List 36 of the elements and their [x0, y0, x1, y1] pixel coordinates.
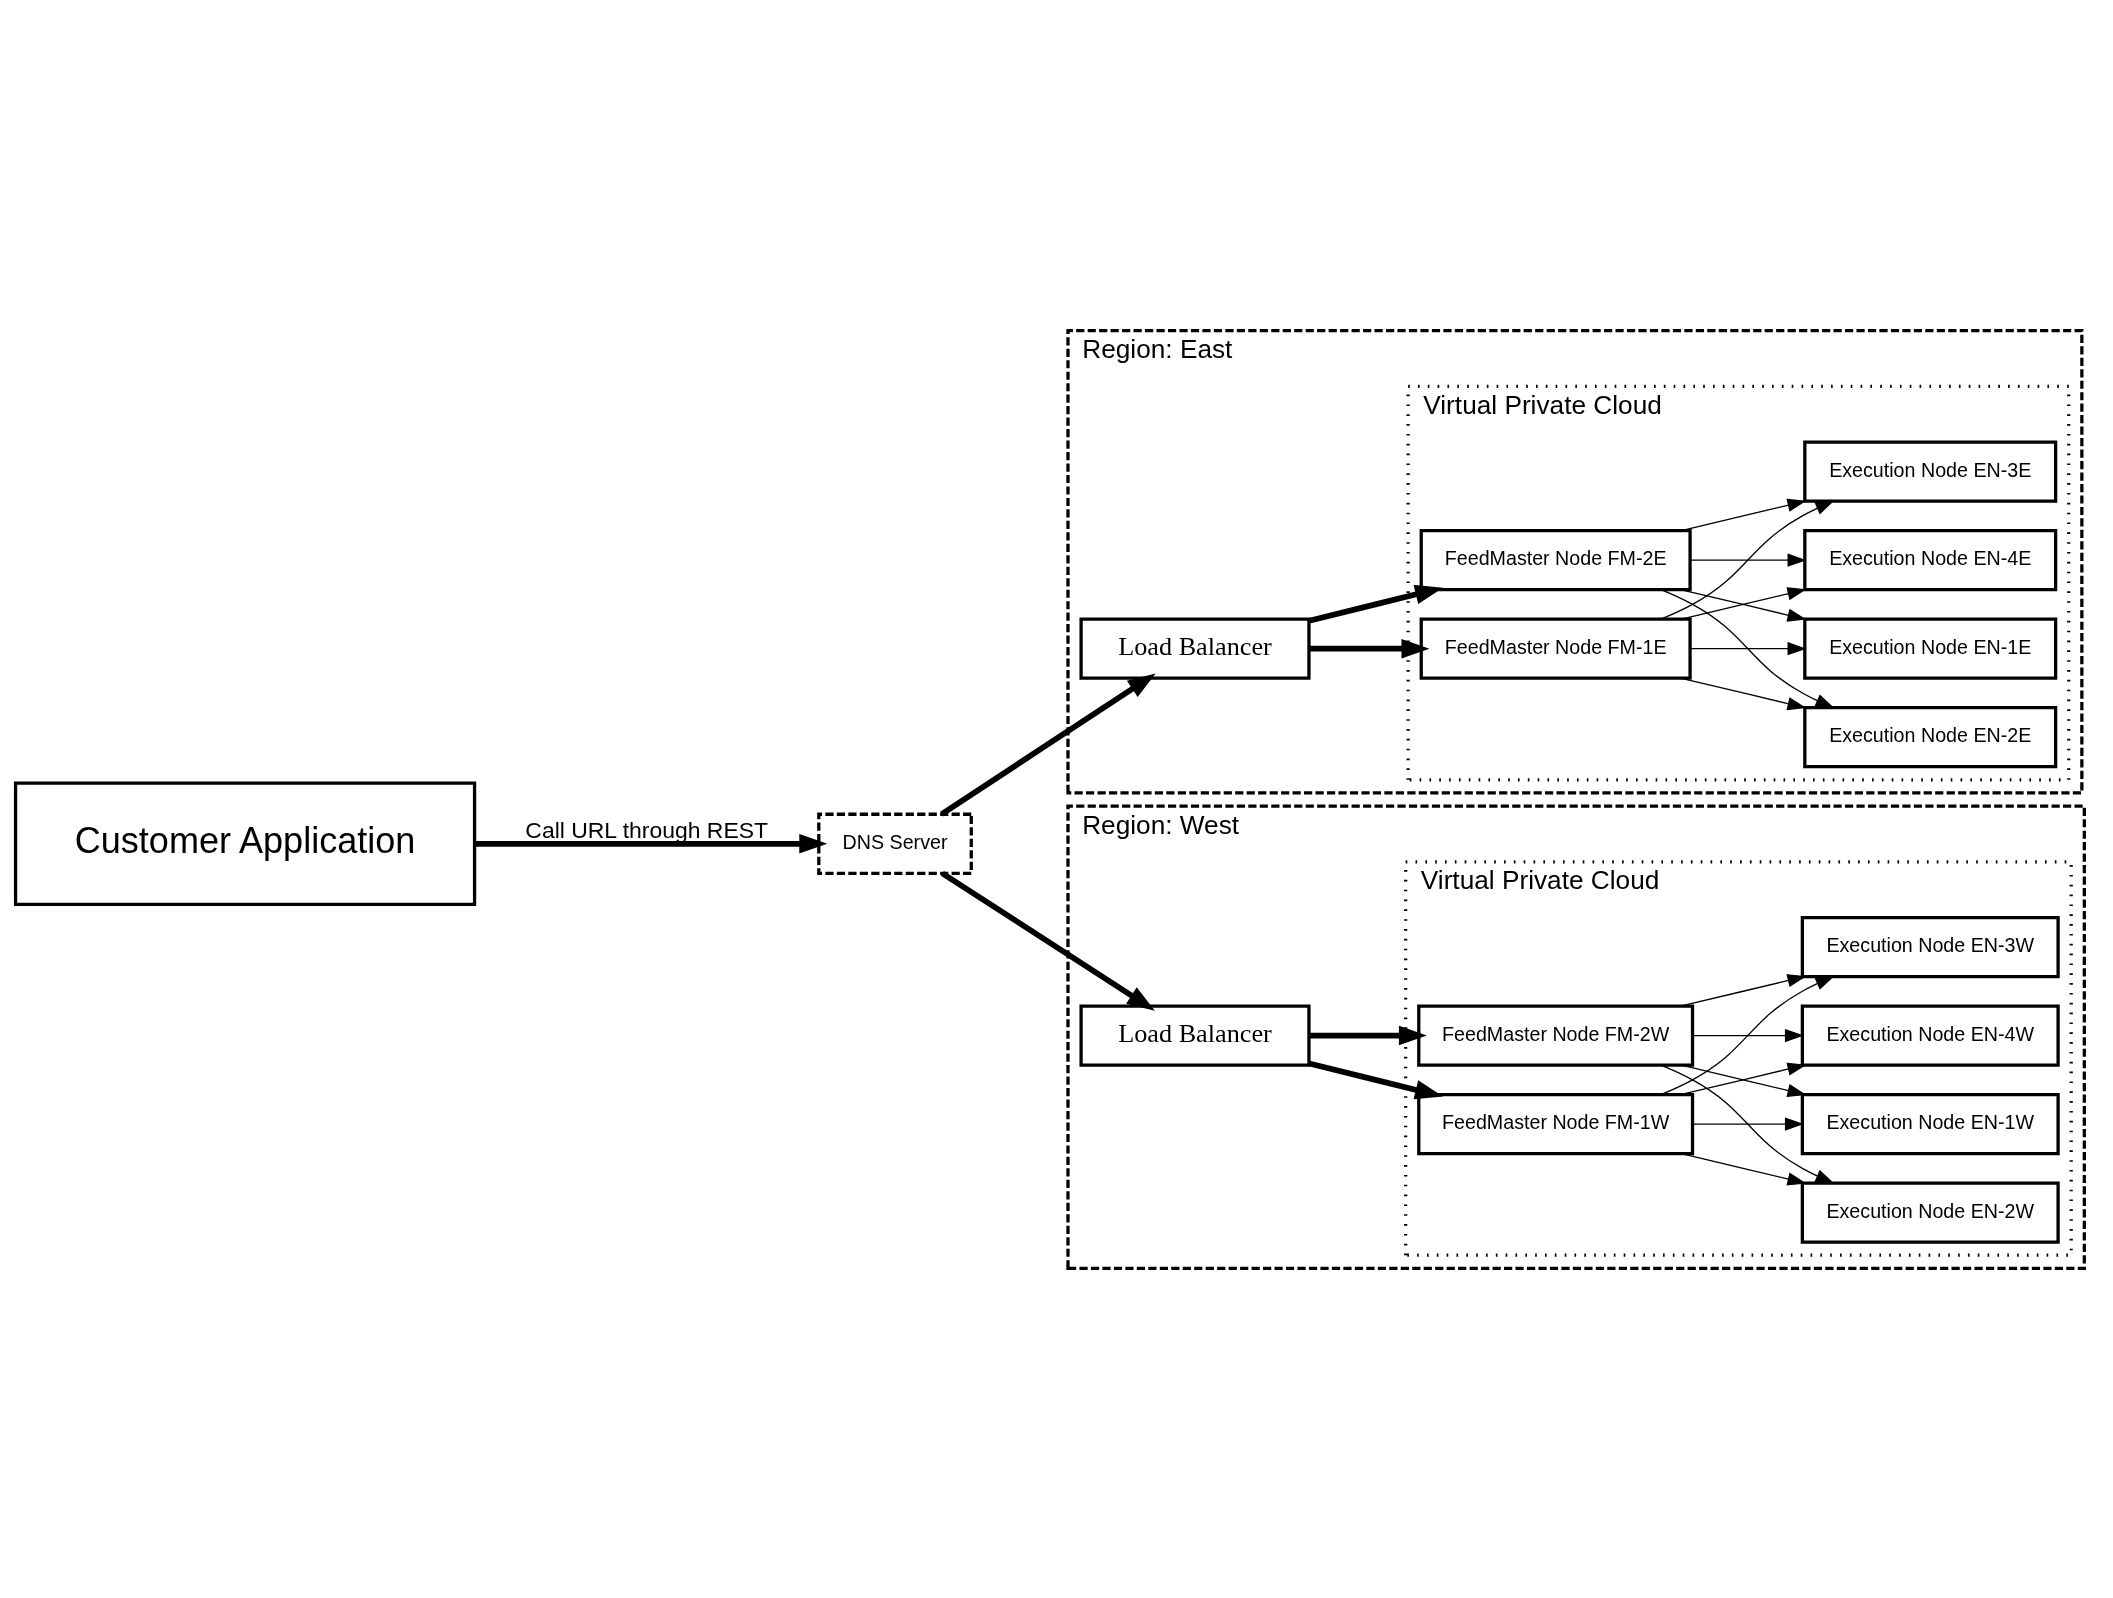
node-box: Execution Node EN-1E — [1803, 617, 2058, 680]
arrow — [1660, 1063, 1835, 1184]
arrow — [1660, 500, 1835, 620]
node-box: Execution Node EN-3W — [1800, 915, 2060, 978]
arrow — [1680, 973, 1807, 1007]
edge-label: Call URL through REST — [525, 816, 768, 843]
node-box: FeedMaster Node FM-2W — [1417, 1003, 1695, 1067]
node-box: Execution Node EN-1W — [1800, 1092, 2060, 1155]
node-box: Execution Node EN-3E — [1803, 440, 2058, 503]
node-box: Load Balancer — [1079, 617, 1311, 680]
arrow — [1680, 677, 1807, 710]
arrow — [940, 673, 1156, 817]
arrow — [1660, 588, 1835, 708]
node-box: DNS Server — [817, 812, 973, 875]
arrow — [1660, 975, 1835, 1095]
node-box: FeedMaster Node FM-2E — [1419, 528, 1692, 591]
arrow — [1680, 498, 1807, 531]
arrow — [474, 833, 828, 854]
node-box: FeedMaster Node FM-1W — [1417, 1092, 1695, 1155]
node-box: Execution Node EN-2W — [1800, 1180, 2060, 1244]
node-box: Execution Node EN-2E — [1803, 705, 2058, 768]
node-box: Customer Application — [13, 780, 477, 906]
arrow — [1309, 638, 1430, 658]
node-box: FeedMaster Node FM-1E — [1419, 617, 1692, 680]
arrow — [1680, 1152, 1807, 1186]
arrow — [1308, 1060, 1444, 1099]
arrow — [1308, 584, 1444, 624]
arrow — [1692, 1116, 1804, 1131]
node-box: Load Balancer — [1079, 1003, 1311, 1067]
arrow — [1689, 553, 1807, 567]
node-box: Execution Node EN-4W — [1800, 1003, 2060, 1067]
arrow — [1692, 1028, 1804, 1042]
arrow — [1309, 1025, 1427, 1045]
arrow — [1689, 641, 1807, 655]
arrow — [940, 870, 1155, 1011]
node-box: Execution Node EN-4E — [1803, 528, 2058, 591]
